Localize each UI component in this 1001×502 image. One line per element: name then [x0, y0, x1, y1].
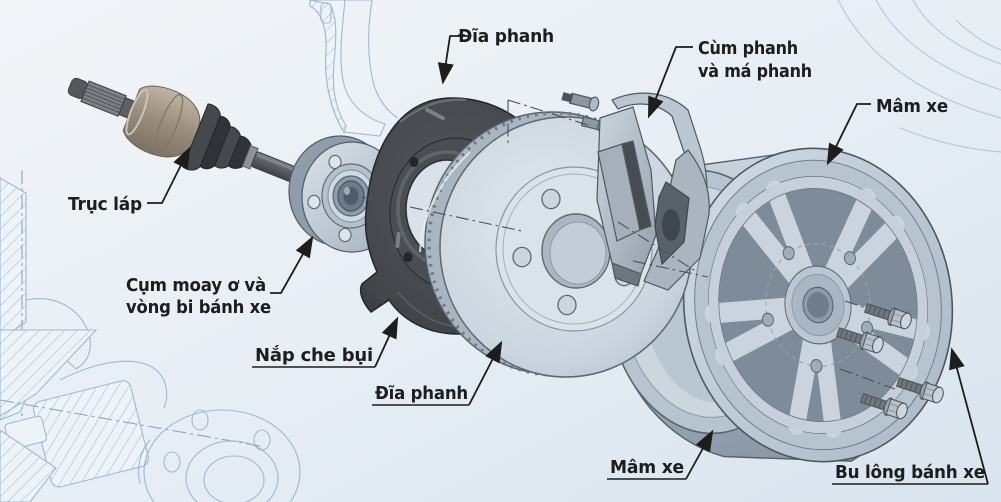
label-truc-lap-text: Trục láp	[68, 195, 142, 215]
label-truc-lap: Trục láp	[68, 146, 191, 215]
label-cum-moay-o-line1: Cụm moay ơ và	[126, 276, 266, 296]
wheel-bolt	[835, 327, 884, 354]
labels: Đĩa phanh Cùm phanh và má phanh Mâm xe T…	[68, 27, 989, 485]
wheel-bolt	[863, 303, 912, 330]
leader-arrow	[648, 46, 693, 119]
label-cum-phanh: Cùm phanh và má phanh	[648, 39, 812, 119]
label-dia-phanh-bottom-text: Đĩa phanh	[375, 384, 468, 404]
leader-arrow	[437, 35, 468, 85]
label-cum-phanh-line2: và má phanh	[698, 62, 812, 82]
outer-cv-boot	[182, 103, 259, 171]
label-dia-phanh-top: Đĩa phanh	[437, 27, 554, 85]
blueprint-hub-sketch	[0, 329, 301, 502]
caliper-bleed-screw	[561, 92, 600, 112]
leader-arrow	[270, 235, 314, 294]
leader-arrow	[374, 316, 399, 368]
brake-caliper	[561, 92, 710, 291]
label-cum-moay-o-line2: vòng bi bánh xe	[126, 298, 271, 318]
leader-arrow	[147, 146, 191, 204]
label-mam-xe-bottom-text: Mâm xe	[610, 458, 684, 478]
wheel-bolt	[859, 393, 908, 420]
label-mam-xe-top: Mâm xe	[826, 97, 949, 166]
label-cum-phanh-line1: Cùm phanh	[698, 39, 798, 59]
label-nap-che-bui: Nắp che bụi	[252, 316, 399, 368]
label-mam-xe-top-text: Mâm xe	[876, 97, 948, 117]
label-dia-phanh-bottom: Đĩa phanh	[372, 340, 503, 406]
blueprint-arcs	[837, 0, 1001, 153]
wheel-spokes	[704, 176, 931, 438]
wheel-lug-holes	[761, 246, 874, 374]
wheel-bolt	[895, 377, 944, 404]
label-dia-phanh-top-text: Đĩa phanh	[458, 27, 554, 47]
wheel-lug-circle	[765, 243, 871, 367]
brake-pad-friction	[621, 140, 652, 231]
label-cum-moay-o: Cụm moay ơ và vòng bi bánh xe	[126, 235, 314, 318]
leader-arrow	[468, 340, 503, 406]
leader-arrow	[685, 429, 714, 480]
label-nap-che-bui-text: Nắp che bụi	[255, 345, 373, 366]
blueprint-knuckle-sketch	[309, 0, 399, 137]
label-bu-long-banh-xe-text: Bu lông bánh xe	[835, 463, 985, 483]
wheel-bolts	[835, 303, 944, 420]
leader-arrow	[949, 347, 989, 485]
label-mam-xe-bottom: Mâm xe	[607, 429, 714, 480]
leader-arrow	[826, 103, 871, 166]
label-bu-long-banh-xe: Bu lông bánh xe	[832, 347, 989, 485]
